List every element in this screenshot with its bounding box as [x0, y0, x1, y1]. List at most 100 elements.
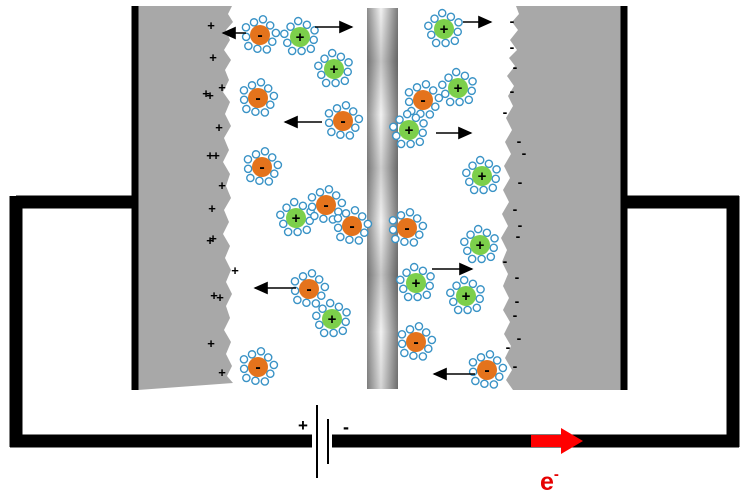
solvent-molecule — [302, 225, 312, 235]
solvent-molecule — [342, 308, 351, 317]
cation: + — [460, 224, 499, 264]
solvent-molecule — [345, 131, 355, 140]
solvent-molecule — [293, 295, 302, 305]
solvent-molecule — [286, 22, 295, 31]
ion-core — [299, 279, 319, 299]
circuit-wire — [9, 195, 740, 448]
solvent-molecule — [246, 173, 255, 183]
solvent-molecule — [306, 44, 316, 54]
ion-charge-sign: - — [257, 27, 262, 44]
surface-charge-plus: + — [212, 148, 220, 163]
solvent-molecule — [428, 86, 438, 95]
solvent-molecule — [396, 211, 406, 220]
solvent-molecule — [431, 38, 441, 48]
solvent-molecule — [425, 281, 435, 291]
surface-charge-plus: + — [207, 18, 215, 33]
ion-core — [470, 235, 490, 255]
solvent-molecule — [388, 216, 398, 225]
ion-core — [248, 88, 268, 108]
ion-charge-sign: - — [306, 281, 311, 298]
solvent-molecule — [489, 243, 499, 253]
solvent-molecule — [247, 81, 257, 90]
solvent-molecule — [265, 369, 275, 379]
solvent-molecule — [423, 344, 433, 354]
solvent-molecule — [468, 358, 478, 367]
solvent-molecule — [336, 52, 346, 62]
electrolyte-ions: -+++--+-+-++---+-+++--- — [239, 8, 508, 389]
ion-core — [290, 27, 310, 47]
solvent-molecule — [404, 88, 414, 97]
battery: + - — [298, 405, 349, 478]
solvent-molecule — [334, 302, 344, 312]
solvent-molecule — [418, 352, 428, 361]
anion: - — [290, 268, 330, 308]
solvent-molecule — [471, 376, 480, 386]
solvent-molecule — [404, 97, 414, 107]
surface-charge-plus: + — [231, 263, 239, 278]
ion-charge-sign: + — [412, 275, 421, 292]
solvent-molecule — [267, 37, 277, 47]
ion-core — [322, 309, 342, 329]
solvent-molecule — [463, 305, 472, 315]
ion-charge-sign: + — [328, 311, 337, 328]
solvent-molecule — [282, 203, 291, 212]
ion-core — [448, 78, 468, 98]
solvent-molecule — [396, 139, 406, 149]
solvent-molecule — [242, 104, 251, 114]
ion-core — [316, 195, 336, 215]
electron-label: e- — [540, 466, 559, 493]
solvent-molecule — [426, 272, 435, 281]
ion-core — [406, 332, 426, 352]
solvent-molecule — [332, 104, 342, 113]
solvent-molecule — [424, 21, 433, 31]
solvent-molecule — [336, 130, 345, 140]
solvent-molecule — [421, 328, 431, 337]
anion: - — [333, 205, 373, 245]
solvent-molecule — [314, 61, 323, 71]
solvent-molecule — [325, 298, 335, 308]
anion: - — [239, 346, 279, 386]
solvent-molecule — [336, 232, 345, 242]
anion: - — [397, 321, 437, 361]
cation: + — [396, 262, 435, 302]
solvent-molecule — [359, 228, 369, 238]
solvent-molecule — [249, 18, 259, 27]
solvent-molecule — [395, 115, 404, 124]
solvent-molecule — [490, 234, 499, 243]
separator — [367, 8, 398, 389]
solvent-molecule — [445, 97, 455, 107]
solvent-molecule — [251, 376, 260, 386]
solvent-molecule — [327, 48, 337, 58]
left-electrode — [138, 6, 233, 390]
solvent-molecule — [475, 155, 485, 165]
solvent-molecule — [403, 292, 413, 302]
cation: + — [389, 109, 428, 149]
solvent-molecule — [437, 8, 447, 18]
solvent-molecule — [460, 237, 469, 247]
surface-charge-minus: - — [518, 217, 523, 233]
solvent-molecule — [409, 262, 419, 272]
solvent-molecule — [310, 211, 319, 221]
solvent-molecule — [341, 317, 351, 327]
solvent-molecule — [446, 288, 455, 298]
solvent-molecule — [320, 54, 329, 63]
solvent-molecule — [280, 29, 289, 39]
solvent-molecule — [473, 224, 483, 234]
solvent-molecule — [293, 227, 302, 237]
solvent-molecule — [406, 139, 415, 149]
right-electrode — [501, 6, 622, 390]
solvent-molecule — [391, 234, 400, 244]
solvent-molecule — [462, 168, 471, 178]
solvent-molecule — [302, 298, 311, 308]
surface-charge-minus: - — [513, 59, 518, 75]
ion-charge-sign: + — [454, 80, 463, 97]
solvent-molecule — [309, 35, 319, 45]
surface-charge-minus: - — [510, 13, 515, 29]
solvent-molecule — [448, 297, 458, 307]
solvent-molecule — [468, 279, 478, 289]
solvent-molecule — [260, 108, 270, 117]
solvent-molecule — [444, 73, 453, 82]
solvent-molecule — [316, 291, 326, 301]
ion-core — [324, 59, 344, 79]
ion-core — [477, 360, 497, 380]
